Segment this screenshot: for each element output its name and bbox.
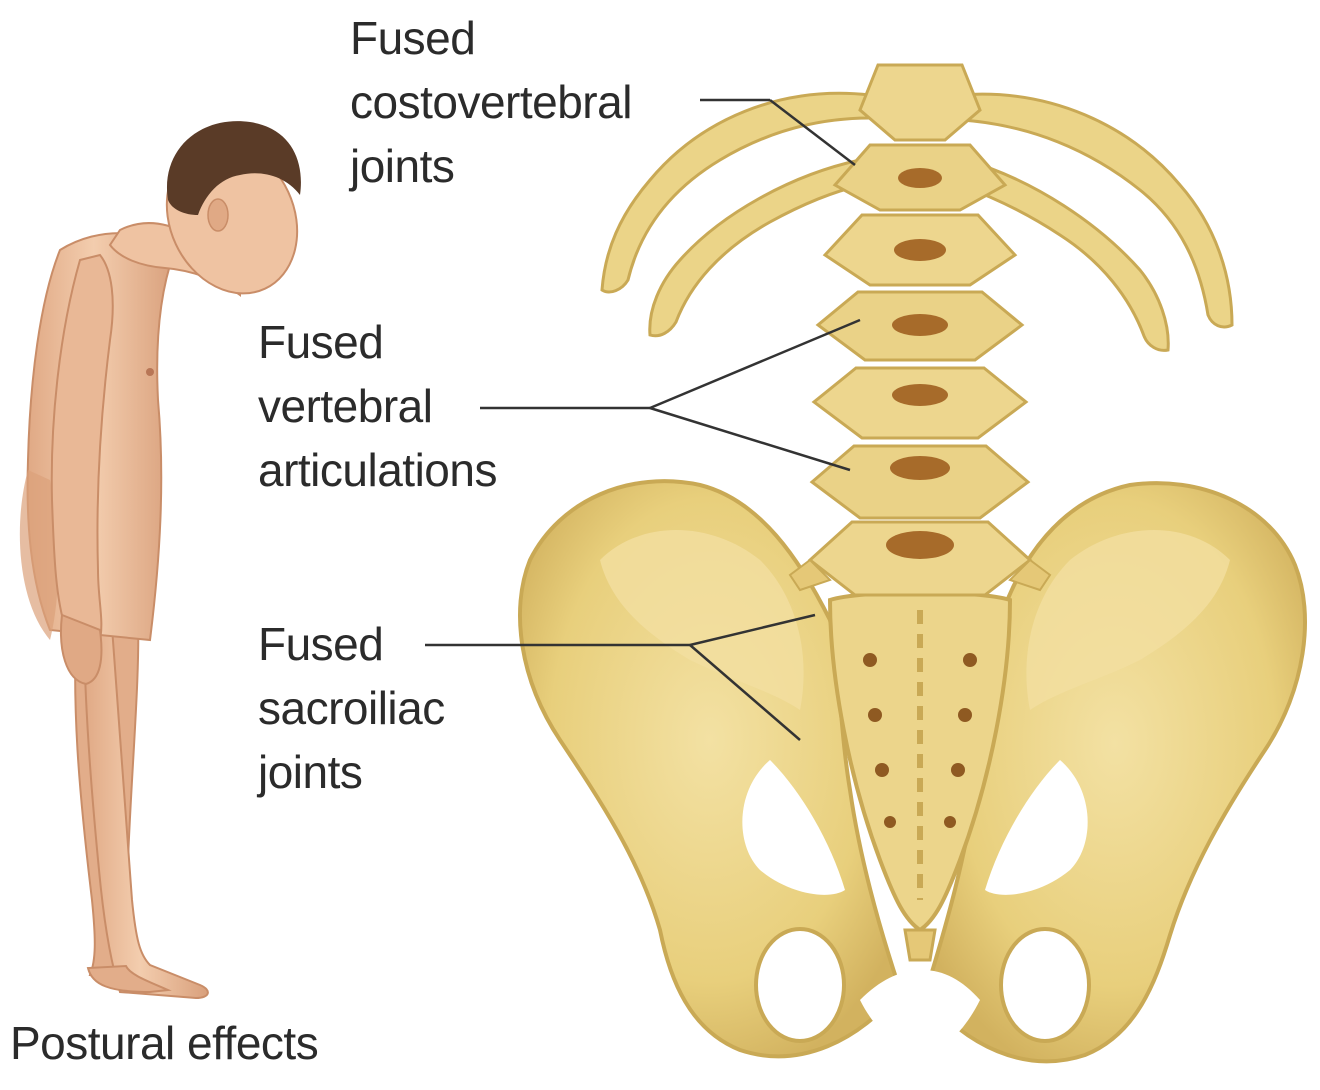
leader-vertebral-lower [650, 408, 850, 470]
label-line: Fused [258, 310, 497, 374]
label-line: articulations [258, 438, 497, 502]
label-vertebral-articulations: Fused vertebral articulations [258, 310, 497, 502]
stooped-figure [20, 121, 321, 998]
label-line: vertebral [258, 374, 497, 438]
label-line: sacroiliac [258, 676, 445, 740]
label-costovertebral-joints: Fused costovertebral joints [350, 6, 632, 198]
label-line: joints [258, 740, 445, 804]
label-line: costovertebral [350, 70, 632, 134]
label-sacroiliac-joints: Fused sacroiliac joints [258, 612, 445, 804]
label-line: Fused [258, 612, 445, 676]
label-line: Fused [350, 6, 632, 70]
label-line: joints [350, 134, 632, 198]
figure-caption: Postural effects [10, 1016, 318, 1070]
